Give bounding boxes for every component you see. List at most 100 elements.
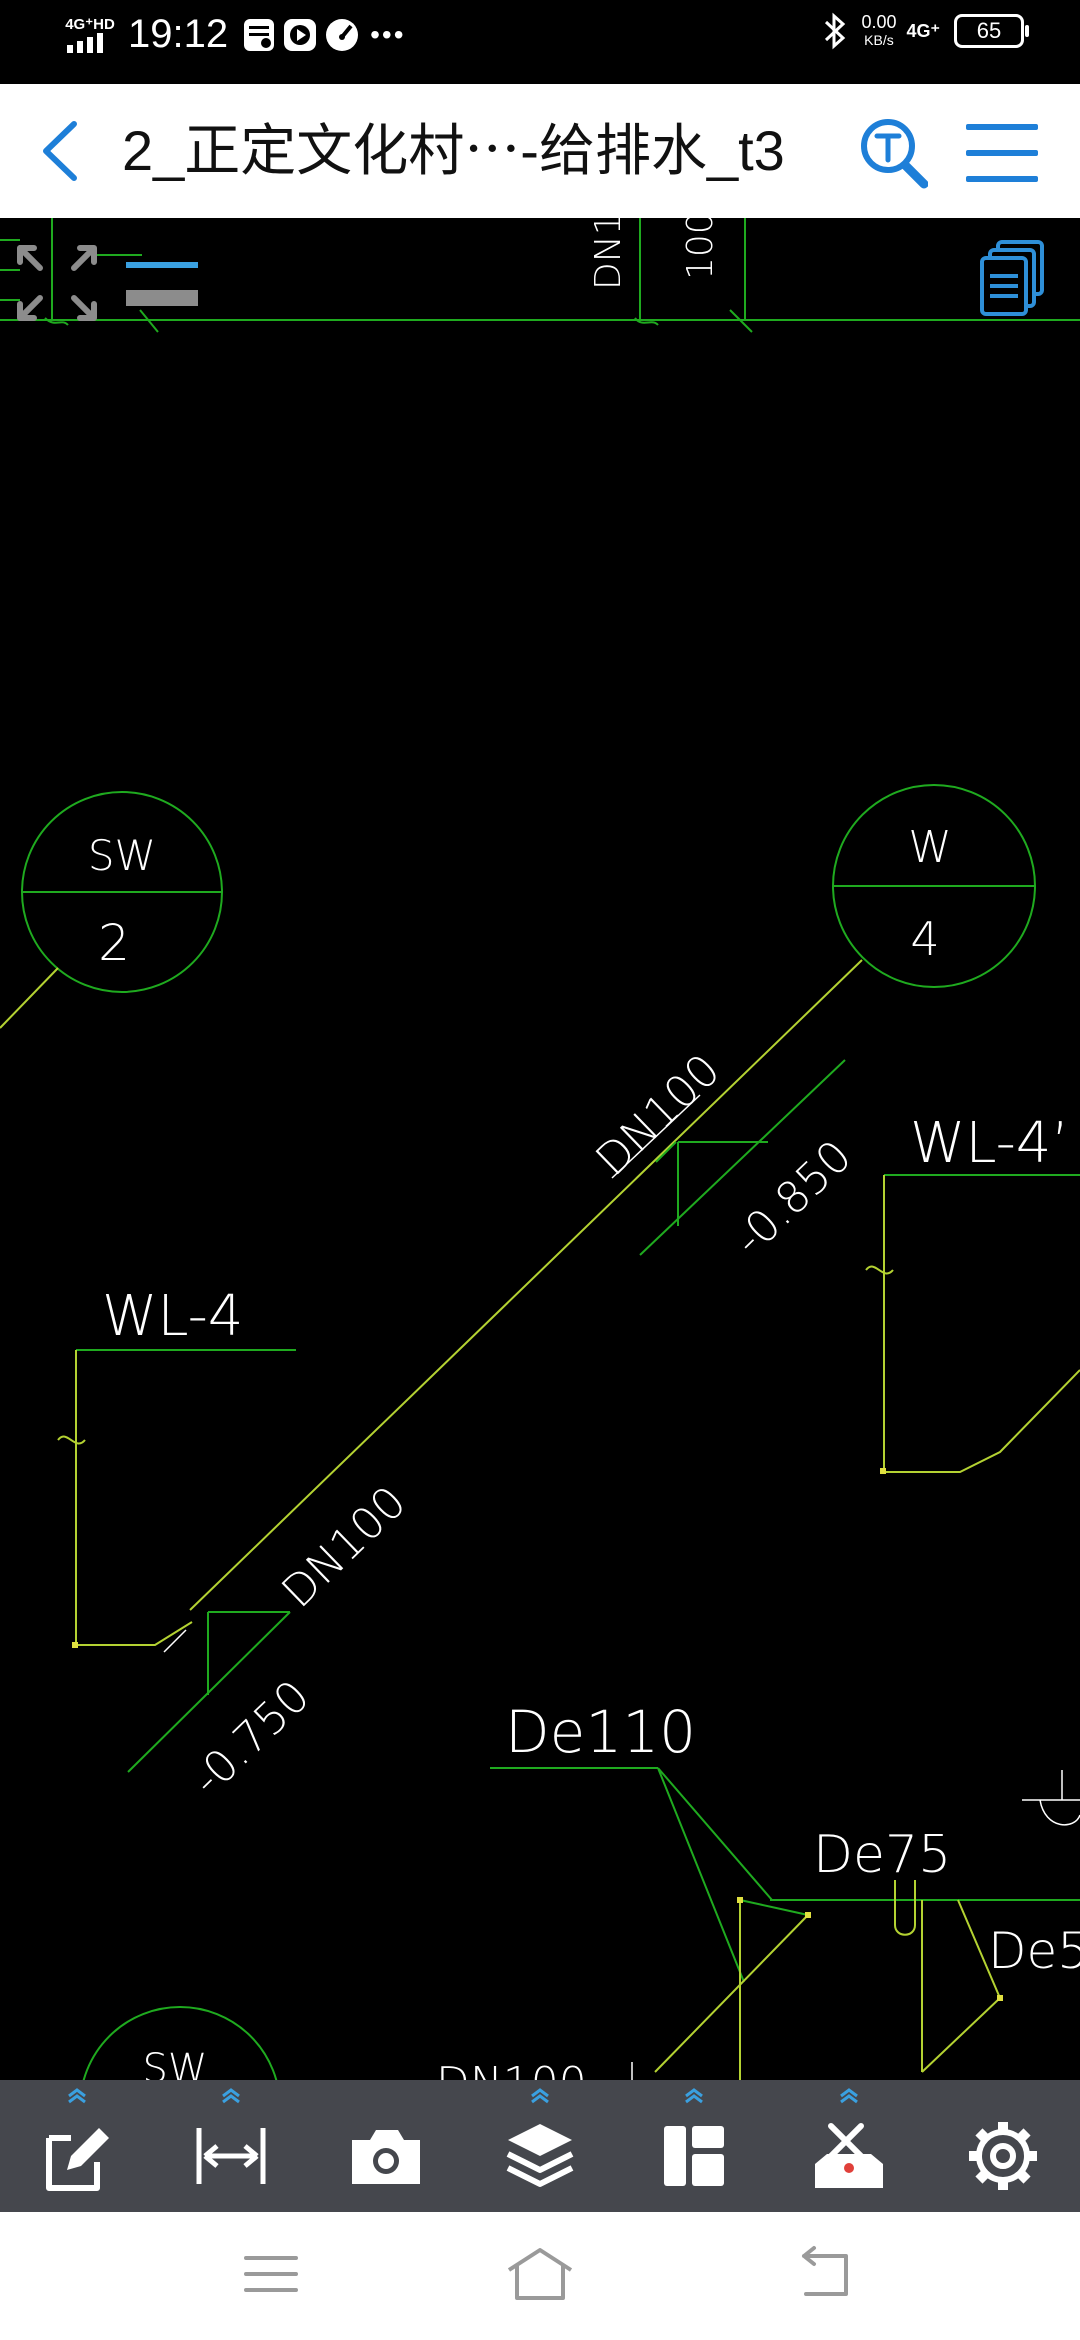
- grip-point: [880, 1468, 886, 1474]
- pipe-line: [1022, 1799, 1080, 1826]
- home-icon: [507, 2248, 573, 2300]
- top-label-size: 100: [680, 218, 721, 280]
- media-play-icon: [284, 18, 317, 51]
- grip-point: [72, 1642, 78, 1648]
- grip-points: [72, 1468, 1003, 2001]
- status-bar: 4G⁺HD 19:12: [0, 0, 1080, 84]
- hamburger-menu-icon: [966, 124, 1038, 182]
- zoom-slider-icon: [126, 262, 198, 306]
- net-speed-value: 0.00: [861, 12, 897, 32]
- speedometer-icon: [326, 18, 359, 51]
- document-title: 2_正定文化村⋯-给排水_t3: [122, 119, 785, 182]
- chevron-up-icon: [531, 2088, 549, 2104]
- text-search-icon: [861, 119, 929, 189]
- manhole-sw2-top: SW: [88, 831, 156, 880]
- pipe-label-de75: De75: [813, 1825, 951, 1885]
- break-symbol: [57, 1435, 86, 1445]
- menu-button[interactable]: [962, 118, 1042, 188]
- layers-icon: [506, 2124, 574, 2187]
- signal-indicator: 4G⁺HD: [62, 15, 118, 53]
- layout-panel-icon: [664, 2126, 725, 2186]
- battery-level: 65: [976, 18, 1002, 43]
- manhole-sw2-bottom: 2: [98, 914, 130, 972]
- riser-line: [163, 1629, 187, 1653]
- manhole-circle: [82, 2006, 278, 2080]
- camera-tool-button[interactable]: [309, 2080, 463, 2212]
- pipe-line: [739, 1899, 809, 1916]
- net-speed: 0.00 KB/s: [861, 13, 896, 49]
- camera-icon: [351, 2130, 420, 2184]
- net-speed-unit: KB/s: [864, 32, 894, 48]
- recent-apps-icon: [244, 2256, 298, 2292]
- pipe-label-de50: De50: [988, 1922, 1080, 1980]
- pipe-label-bottom-partial: DN100: [436, 2058, 587, 2080]
- secondary-network-label: 4G⁺: [906, 20, 940, 41]
- home-button[interactable]: [505, 2242, 575, 2306]
- chevron-left-icon: [43, 121, 77, 181]
- more-notifications-indicator: •••: [370, 18, 406, 50]
- manhole-w4-bottom: 4: [910, 912, 939, 966]
- top-frame-line: [634, 317, 659, 326]
- chevron-up-icon: [685, 2088, 704, 2104]
- grip-point: [997, 1995, 1003, 2001]
- back-button[interactable]: [30, 114, 90, 188]
- layers-tool-button[interactable]: [463, 2080, 617, 2212]
- riser-label-left: WL-4: [102, 1284, 243, 1349]
- measure-distance-icon: [196, 2128, 266, 2184]
- measure-tool-button[interactable]: [154, 2080, 308, 2212]
- pipe-label-upper: DN100: [586, 1044, 730, 1185]
- manhole-w4-top: W: [908, 822, 952, 873]
- top-frame-line: [44, 254, 753, 333]
- page-list-button[interactable]: [976, 238, 1048, 318]
- elevation-marker: [207, 1611, 290, 1695]
- pipe-line: [894, 1880, 916, 1936]
- fullscreen-toggle-icon: [17, 245, 97, 321]
- recent-apps-button[interactable]: [236, 2242, 306, 2306]
- system-nav-bar: [0, 2212, 1080, 2340]
- sim-card-icon: [244, 18, 275, 51]
- pipe-line: [657, 1767, 773, 1983]
- toolbox-tool-button[interactable]: [771, 2080, 925, 2212]
- pipe-label-lower: DN100: [272, 1476, 416, 1617]
- pipe-line: [189, 959, 863, 1611]
- elevation-label-lower: -0.750: [182, 1671, 319, 1806]
- back-icon: [802, 2246, 848, 2296]
- elevation-marker: [611, 1094, 701, 1179]
- title-bar: 2_正定文化村⋯-给排水_t3: [0, 84, 1080, 218]
- page-list-icon: [980, 240, 1044, 316]
- manhole-sw-bottom-top: SW: [143, 2046, 208, 2080]
- status-left: 4G⁺HD 19:12: [62, 12, 406, 57]
- grip-point: [805, 1912, 811, 1918]
- break-symbol: [865, 1265, 894, 1275]
- elevation-marker: [655, 1141, 768, 1226]
- riser-line: [75, 1350, 193, 1646]
- top-frame-line: [0, 239, 20, 301]
- riser-line: [883, 1175, 1080, 1473]
- chevron-up-icon: [222, 2088, 241, 2104]
- text-search-button[interactable]: [858, 114, 929, 190]
- cad-drawing: DN1 100 SW 2 W 4 SW DN100 -0.850 WL-4’ W…: [0, 218, 1080, 2080]
- annotate-tool-button[interactable]: [0, 2080, 154, 2212]
- pipe-line: [654, 1914, 809, 2073]
- layout-tool-button[interactable]: [617, 2080, 771, 2212]
- chevron-up-icon: [839, 2088, 858, 2104]
- riser-label-right: WL-4’: [910, 1111, 1069, 1176]
- zoom-slider-button[interactable]: [122, 238, 202, 308]
- fullscreen-toggle-button[interactable]: [12, 238, 112, 328]
- top-frame-line: [51, 218, 746, 320]
- pipe-label-de110: De110: [505, 1698, 696, 1766]
- status-right: 0.00 KB/s 4G⁺ 65: [823, 12, 1029, 50]
- grip-point: [737, 1897, 743, 1903]
- bluetooth-icon: [825, 12, 846, 50]
- back-nav-button[interactable]: [790, 2242, 860, 2306]
- toolbox-icon: [814, 2123, 883, 2188]
- pipe-line: [639, 1059, 846, 1256]
- chevron-up-icon: [68, 2088, 87, 2104]
- drawing-canvas[interactable]: DN1 100 SW 2 W 4 SW DN100 -0.850 WL-4’ W…: [0, 218, 1080, 2080]
- pipe-line: [0, 967, 59, 1029]
- signal-icon: [67, 32, 103, 53]
- network-type-label: 4G⁺HD: [65, 15, 115, 33]
- settings-tool-button[interactable]: [926, 2080, 1080, 2212]
- settings-gear-icon: [968, 2122, 1037, 2190]
